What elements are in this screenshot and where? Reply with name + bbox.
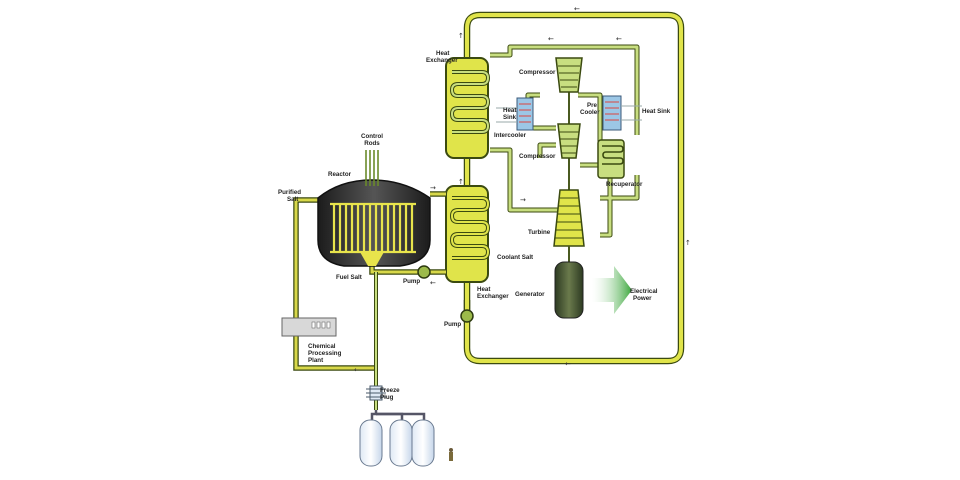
svg-text:←: ← [616, 35, 622, 43]
label-chemical-plant: Chemical [308, 343, 336, 350]
label-coolant-salt: Coolant Salt [497, 254, 533, 261]
label-pump-secondary: Pump [444, 321, 461, 328]
svg-text:→: → [430, 184, 436, 192]
label-chemical-plant-2: Processing [308, 350, 342, 357]
reactor-core-channels [330, 202, 416, 254]
label-freeze-plug-2: Plug [380, 394, 394, 401]
freeze-plug [366, 385, 386, 401]
svg-text:↑: ↑ [458, 178, 464, 186]
label-purified-salt-2: Salt [287, 196, 298, 203]
label-heat-sink-left-2: Sink [503, 114, 517, 121]
reactor [317, 150, 431, 267]
chemical-processing-plant [281, 317, 337, 337]
svg-text:↑: ↑ [458, 32, 464, 40]
labels: Control Rods Reactor Purified Salt Fuel … [278, 50, 671, 401]
electrical-power-arrow [592, 266, 632, 314]
pre-cooler [602, 95, 622, 131]
label-generator: Generator [515, 291, 545, 298]
drain-tanks [359, 419, 435, 467]
label-heat-exchanger-lower-2: Exchanger [477, 293, 509, 300]
label-heat-exchanger-upper: Heat [436, 50, 449, 57]
label-pre-cooler-2: Cooler [580, 109, 600, 116]
flow-arrows: ↑ ↑ ↑ ← ← ← ← → → ← ← [354, 5, 691, 374]
label-pump-primary: Pump [403, 278, 420, 285]
label-electrical-power-2: Power [633, 295, 652, 302]
control-rods [365, 150, 379, 186]
reactor-outlet-funnel [360, 252, 384, 266]
label-control-rods-2: Rods [364, 140, 380, 147]
heat-exchanger-lower [445, 185, 491, 283]
svg-text:→: → [520, 196, 526, 204]
svg-text:←: ← [430, 279, 436, 287]
heat-sink-lines [496, 105, 642, 123]
svg-text:←: ← [354, 366, 360, 374]
fuel-salt-piping [293, 191, 446, 410]
compressor-top [555, 57, 583, 93]
label-purified-salt: Purified [278, 189, 301, 196]
label-freeze-plug: Freeze [380, 387, 400, 394]
intercooler [516, 97, 534, 131]
label-control-rods: Control [361, 133, 383, 140]
label-heat-sink-left: Heat [503, 107, 516, 114]
svg-text:←: ← [565, 360, 571, 368]
secondary-pump [460, 309, 474, 323]
person-figure [449, 448, 453, 461]
label-reactor: Reactor [328, 171, 352, 178]
heat-exchanger-upper [445, 57, 491, 159]
svg-text:↑: ↑ [685, 239, 691, 247]
turbine [553, 189, 585, 247]
label-pre-cooler: Pre [587, 102, 598, 109]
label-chemical-plant-3: Plant [308, 357, 323, 364]
label-recuperator: Recuperator [606, 181, 643, 188]
label-turbine: Turbine [528, 229, 551, 236]
label-electrical-power: Electrical [630, 288, 658, 295]
primary-pump [417, 265, 431, 279]
label-compressor-bottom: Compressor [519, 153, 556, 160]
label-heat-sink-right: Heat Sink [642, 108, 671, 115]
recuperator [597, 139, 625, 179]
svg-text:←: ← [574, 5, 580, 13]
label-compressor-top: Compressor [519, 69, 556, 76]
label-intercooler: Intercooler [494, 132, 527, 139]
compressor-bottom [557, 123, 581, 159]
svg-text:←: ← [548, 35, 554, 43]
drain-piping [370, 410, 426, 422]
label-heat-exchanger-lower: Heat [477, 286, 490, 293]
label-fuel-salt: Fuel Salt [336, 274, 362, 281]
generator [554, 246, 584, 319]
label-heat-exchanger-upper-2: Exchanger [426, 57, 458, 64]
